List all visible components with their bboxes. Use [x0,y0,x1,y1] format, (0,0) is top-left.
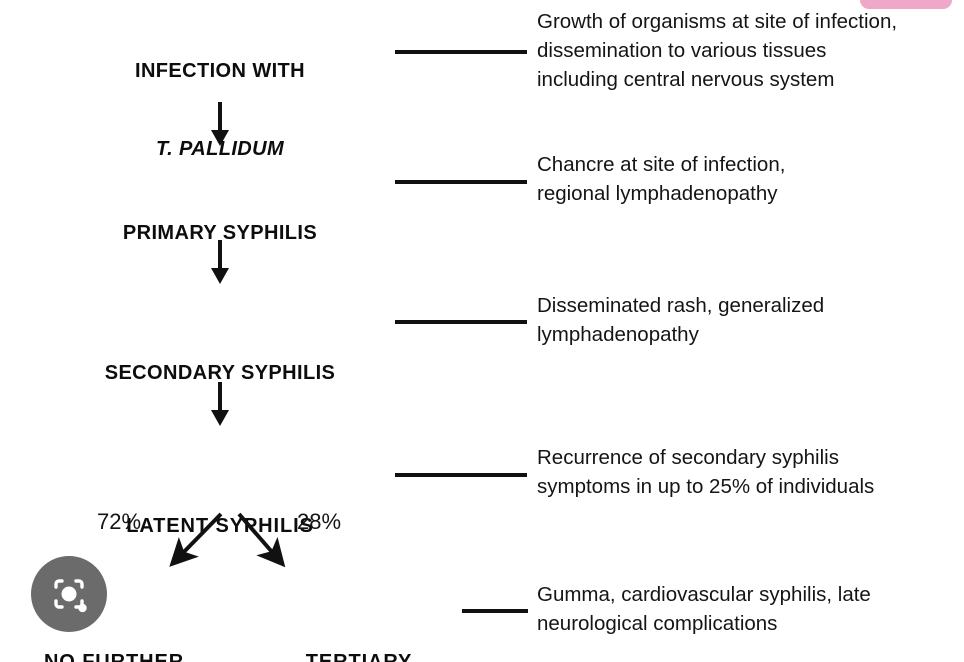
connector-rule-infection [395,50,527,54]
connector-rule-tertiary [462,609,528,613]
stage-label-no-further-complications: NO FURTHER COMPLICATIONS [0,597,228,662]
branch-arrow-left [169,512,223,567]
stage-primary-line1: PRIMARY SYPHILIS [122,222,318,244]
arrow-secondary-to-latent [205,382,235,426]
outcome-right-line1: TERTIARY [305,651,413,662]
description-tertiary: Gumma, cardiovascular syphilis, late neu… [537,583,871,635]
stage-label-latent: LATENT SYPHILIS [40,461,400,591]
outcome-left-line1: NO FURTHER [43,651,185,662]
description-secondary: Disseminated rash, generalized lymphaden… [537,294,825,346]
description-latent: Recurrence of secondary syphilis symptom… [537,446,875,498]
stage-label-primary: PRIMARY SYPHILIS [40,168,400,298]
google-lens-icon[interactable] [31,556,107,632]
branch-percent-left: 72% [97,509,142,534]
stage-label-tertiary-syphilis: TERTIARY SYPHILIS [262,597,456,662]
arrow-primary-to-secondary [205,240,235,284]
branch-arrow-right [237,512,286,568]
stage-label-infection: INFECTION WITH T. PALLIDUM [40,6,400,214]
branch-arrows [169,512,286,568]
connector-rule-latent [395,473,527,477]
stage-infection-line1: INFECTION WITH [134,60,306,82]
stage-latent-line1: LATENT SYPHILIS [126,515,314,537]
stage-label-secondary: SECONDARY SYPHILIS [30,308,410,438]
description-infection: Growth of organisms at site of infection… [537,10,898,91]
pink-highlight-bar [860,0,952,9]
connector-rule-primary [395,180,527,184]
stage-secondary-line1: SECONDARY SYPHILIS [104,362,336,384]
branch-percent-right: 28% [297,509,342,534]
description-primary: Chancre at site of infection, regional l… [537,153,786,205]
arrow-infection-to-primary [205,102,235,146]
stage-infection-line2: T. PALLIDUM [155,138,285,160]
connector-rule-secondary [395,320,527,324]
